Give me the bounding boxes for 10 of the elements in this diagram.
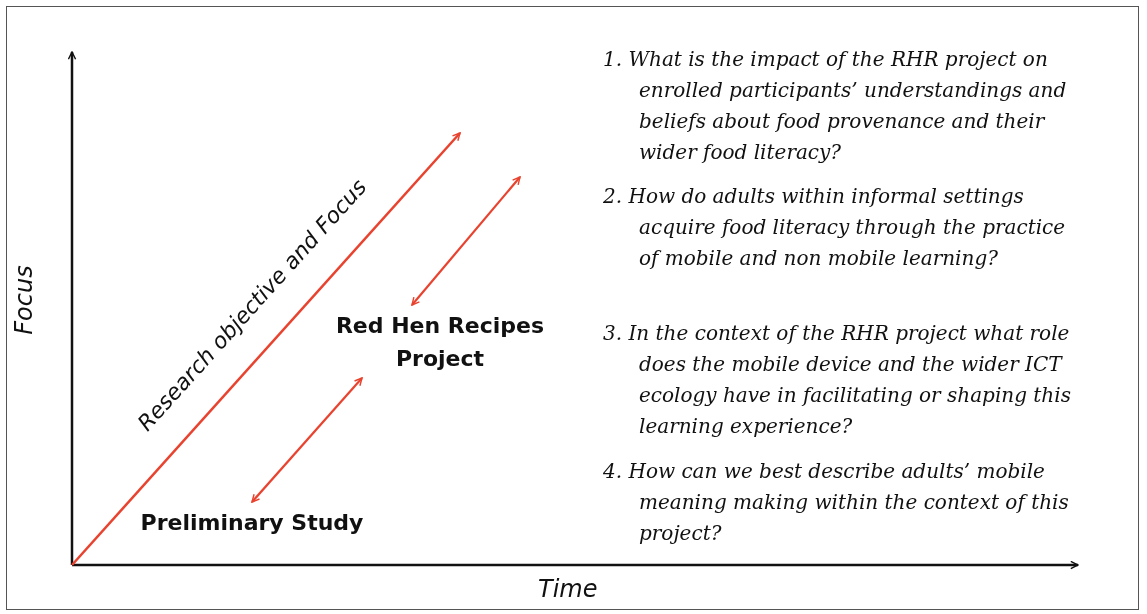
axis-title: Focus xyxy=(10,265,38,335)
stage-label: Red Hen Recipes Project xyxy=(333,309,547,375)
research-question: 2. How do adults within informal settings acquire food literacy through the practice of mobile and non mobile learning? xyxy=(603,183,1067,272)
research-question: 4. How can we best describe adults’ mobile meaning making within the context of this project? xyxy=(603,458,1070,547)
double-arrow xyxy=(411,176,521,306)
axis-title: Time xyxy=(538,575,598,603)
research-question: 3. In the context of the RHR project what role does the mobile device and the wider ICT ecology have in facilitating or shaping this learning experience? xyxy=(603,320,1072,440)
research-question: 1. What is the impact of the RHR project on enrolled participants’ understandings and beliefs about food provenance and their wider food literacy? xyxy=(603,46,1068,166)
stage-label: Preliminary Study xyxy=(138,506,366,539)
double-arrow xyxy=(251,377,363,503)
